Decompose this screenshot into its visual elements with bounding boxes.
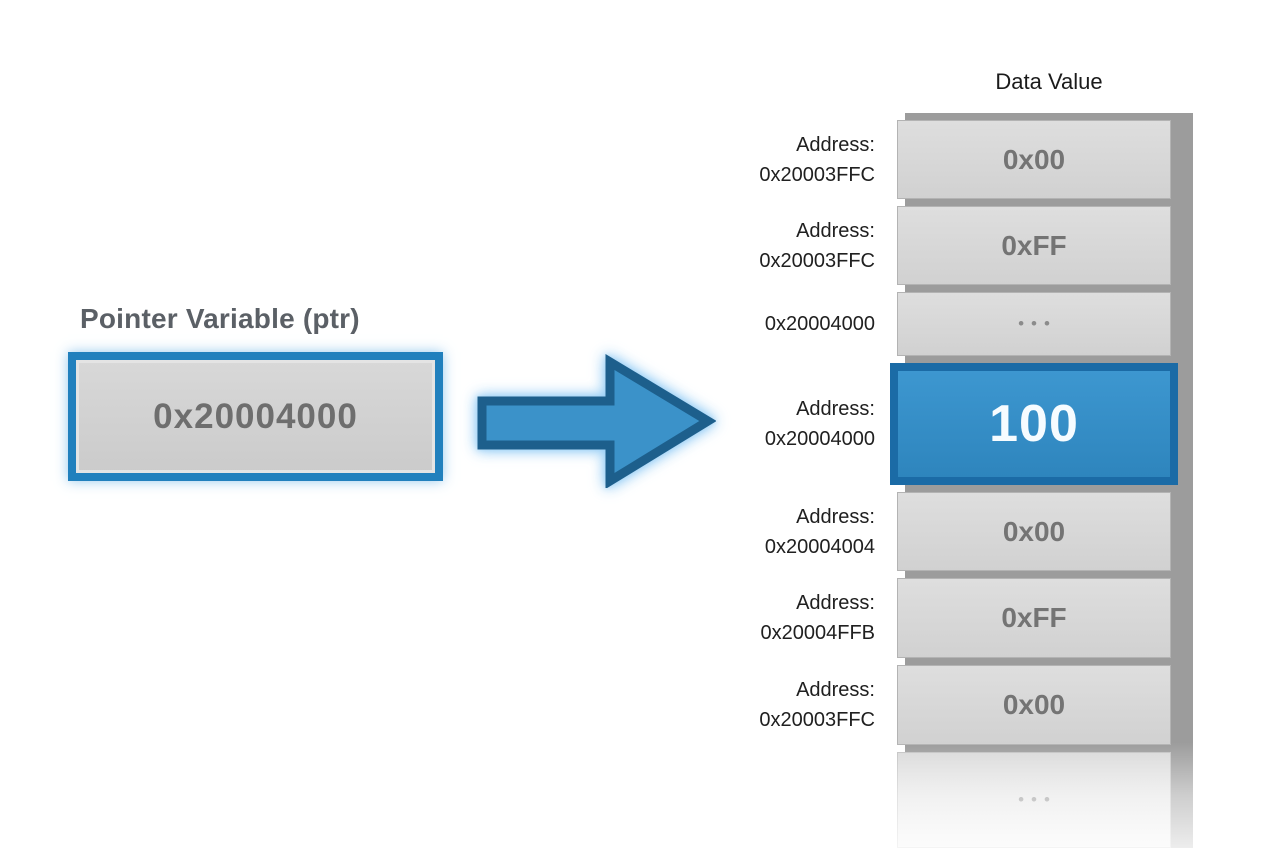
- memory-cell: 0x00: [897, 120, 1171, 199]
- memory-cell: 0x00: [897, 665, 1171, 745]
- data-value-header: Data Value: [995, 69, 1103, 94]
- memory-cell-highlighted: 100: [890, 363, 1178, 485]
- right-arrow-icon: [477, 354, 716, 488]
- address-label: Address:0x20004000: [764, 398, 875, 450]
- memory-cell: •••: [897, 752, 1171, 848]
- address-label: [690, 752, 890, 848]
- memory-cell: 0xFF: [897, 206, 1171, 285]
- address-label: Address:0x20003FFC: [759, 219, 875, 272]
- memory-row: Address:0x20003FFC 0x00: [690, 665, 1193, 745]
- address-label: Address:0x20003FFC: [759, 133, 875, 186]
- points-to-arrow: [476, 354, 716, 488]
- pointer-variable-title: Pointer Variable (ptr): [80, 303, 360, 334]
- memory-row: Address:0x20003FFC 0x00: [690, 120, 1193, 199]
- address-label: Address:0x20004FFB: [760, 592, 875, 644]
- memory-cell: 0xFF: [897, 578, 1171, 658]
- pointer-variable-box: 0x20004000: [68, 352, 443, 481]
- memory-row: •••: [690, 752, 1193, 848]
- address-label: 0x20004000: [764, 313, 875, 335]
- memory-row: Address:0x20004FFB 0xFF: [690, 578, 1193, 658]
- memory-row: 0x20004000 •••: [690, 292, 1193, 356]
- pointer-variable-section: Pointer Variable (ptr) 0x20004000: [68, 303, 443, 481]
- memory-cell: 0x00: [897, 492, 1171, 571]
- memory-cell: •••: [897, 292, 1171, 356]
- address-label: Address:0x20004004: [764, 505, 875, 558]
- pointer-value: 0x20004000: [153, 396, 358, 436]
- memory-row: Address:0x20004004 0x00: [690, 492, 1193, 571]
- memory-row: Address:0x20003FFC 0xFF: [690, 206, 1193, 285]
- memory-row: Address:0x20004000 100: [690, 363, 1193, 485]
- address-label: Address:0x20003FFC: [759, 679, 875, 731]
